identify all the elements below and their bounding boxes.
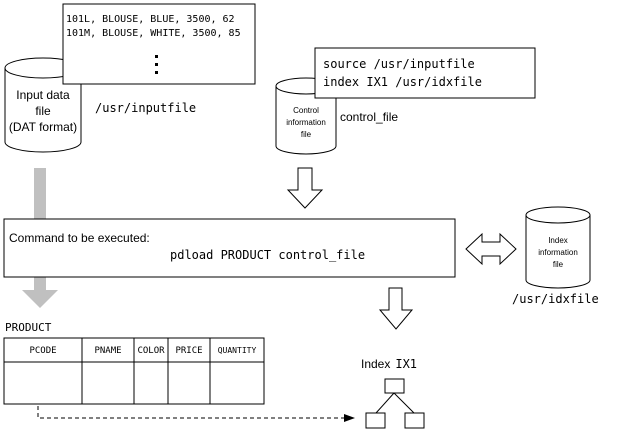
control-line-2: index IX1 /usr/idxfile <box>323 75 482 89</box>
double-arrow-icon <box>465 232 517 266</box>
index-tree-icon <box>365 378 425 429</box>
column-header-pname: PNAME <box>94 346 121 356</box>
ellipsis-dot-2 <box>155 63 158 66</box>
dashed-arrow <box>37 406 355 422</box>
ellipsis-dot-3 <box>155 71 158 74</box>
command-text: pdload PRODUCT control_file <box>170 248 365 262</box>
data-record-1: 101L, BLOUSE, BLUE, 3500, 62 <box>66 14 235 25</box>
control-file-label-1: Control <box>293 106 319 115</box>
column-header-color: COLOR <box>137 346 165 356</box>
input-file-path: /usr/inputfile <box>95 101 196 115</box>
index-file-label-1: Index <box>548 236 568 245</box>
product-table: PCODE PNAME COLOR PRICE QUANTITY <box>3 337 265 405</box>
control-contents-box: source /usr/inputfile index IX1 /usr/idx… <box>314 47 536 99</box>
column-header-pcode: PCODE <box>29 346 56 356</box>
index-file-label-2: information <box>538 248 578 257</box>
arrowhead-icon <box>344 414 355 422</box>
down-arrow-icon <box>286 167 324 209</box>
data-record-2: 101M, BLOUSE, WHITE, 3500, 85 <box>66 28 241 39</box>
index-down-arrow-icon <box>378 287 414 330</box>
control-file-label-3: file <box>301 130 312 139</box>
input-data-file-cylinder: Input data file (DAT format) <box>4 57 82 153</box>
command-heading: Command to be executed: <box>9 231 150 245</box>
control-file-label-2: information <box>286 118 326 127</box>
index-file-path: /usr/idxfile <box>512 292 599 306</box>
control-file-name: control_file <box>340 110 398 124</box>
input-data-file-label-2: file <box>35 104 51 118</box>
input-data-file-label-3: (DAT format) <box>9 120 77 134</box>
table-name: PRODUCT <box>5 321 52 334</box>
control-line-1: source /usr/inputfile <box>323 57 475 71</box>
input-data-file-label-1: Input data <box>16 88 70 102</box>
column-header-quantity: QUANTITY <box>218 346 257 355</box>
column-header-price: PRICE <box>175 346 202 356</box>
control-file-cylinder: Control information file <box>275 77 337 155</box>
command-box: Command to be executed: pdload PRODUCT c… <box>3 218 456 278</box>
index-file-label-3: file <box>553 260 564 269</box>
ellipsis-dot-1 <box>155 55 158 58</box>
data-records-box: 101L, BLOUSE, BLUE, 3500, 62 101M, BLOUS… <box>62 3 256 85</box>
index-file-cylinder: Index information file <box>525 206 591 289</box>
